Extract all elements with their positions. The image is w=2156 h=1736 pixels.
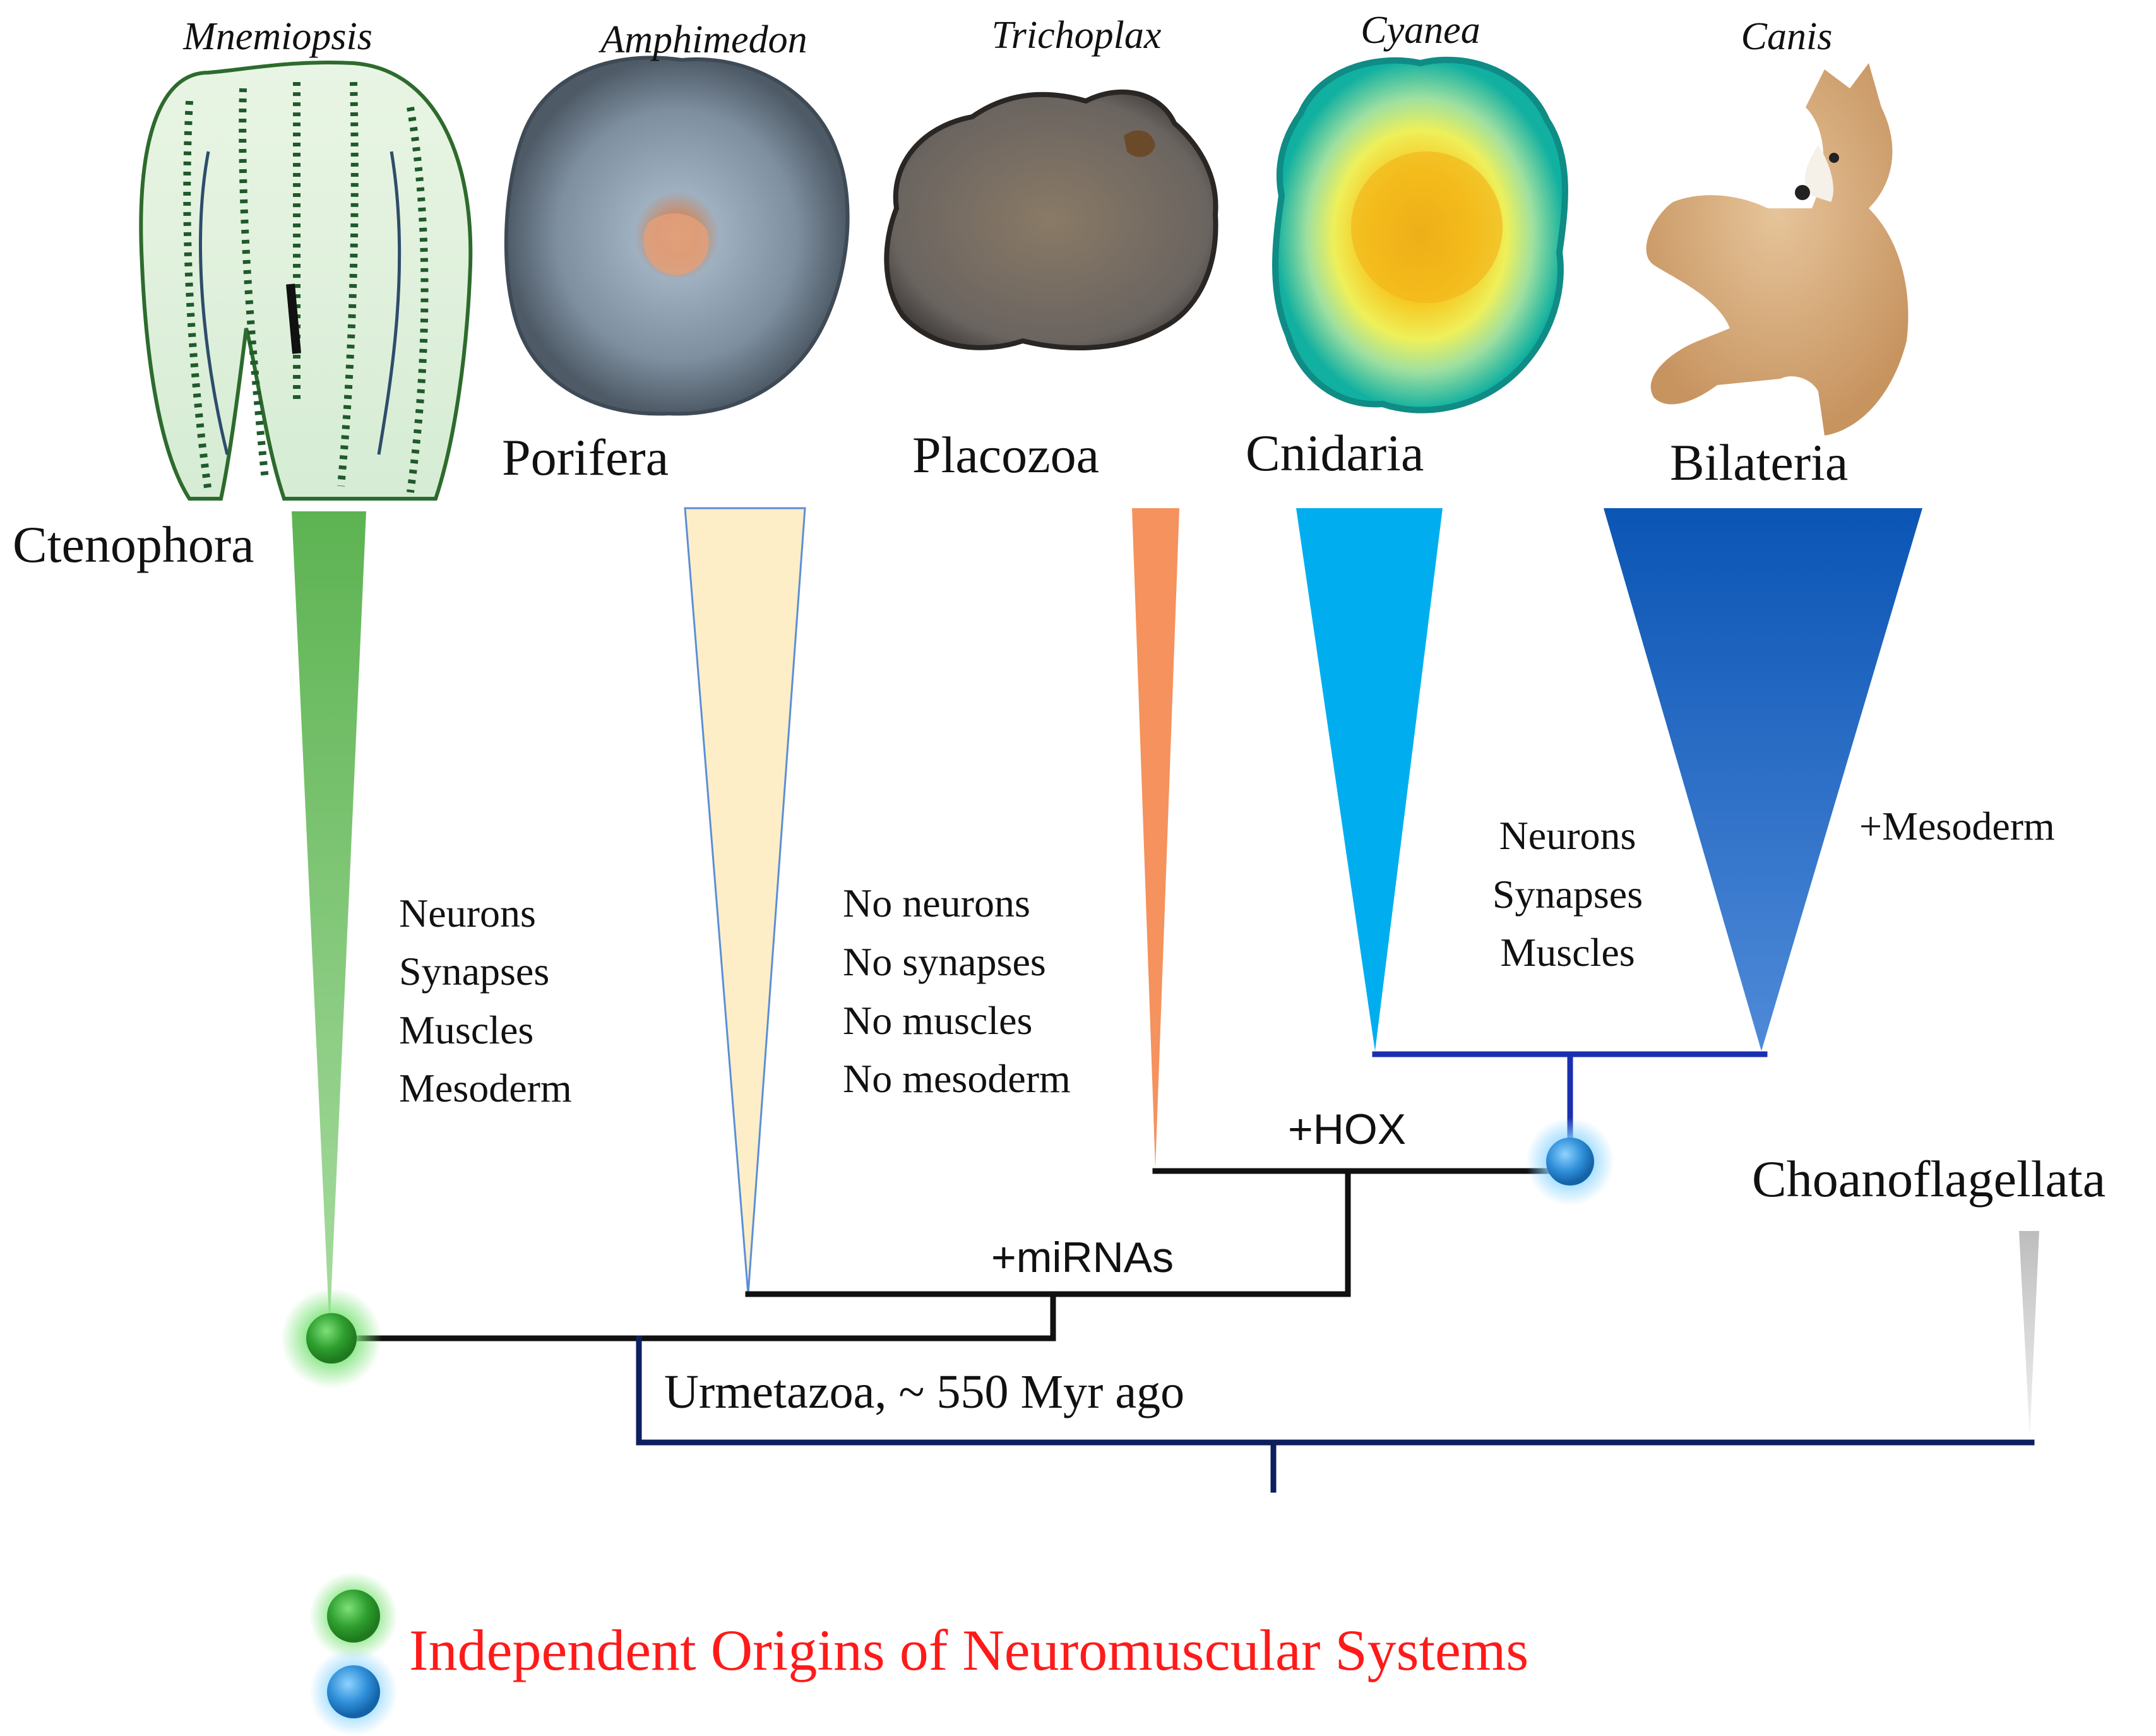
event-hox: +HOX <box>1288 1105 1406 1153</box>
legend: Independent Origins of Neuromuscular Sys… <box>309 1572 1528 1736</box>
parahoxozoa-origin-marker <box>1546 1138 1594 1186</box>
clade-placozoa: Placozoa <box>912 426 1099 484</box>
event-urmetazoa: Urmetazoa, ~ 550 Myr ago <box>664 1365 1184 1418</box>
porifera-placozoa-trait: No synapses <box>843 939 1046 984</box>
porifera-placozoa-trait: No muscles <box>843 998 1032 1043</box>
clade-cnidaria: Cnidaria <box>1246 424 1424 482</box>
porifera-triangle <box>684 507 806 1295</box>
ctenophora-triangle <box>292 511 366 1329</box>
legend-green-marker <box>327 1590 380 1643</box>
canis-image <box>1646 63 1909 436</box>
cnidaria-bilateria-trait: Muscles <box>1500 930 1635 975</box>
ctenophora-trait: Mesoderm <box>399 1066 572 1110</box>
clade-ctenophora: Ctenophora <box>13 516 254 573</box>
species-mnemiopsis: Mnemiopsis <box>182 15 372 58</box>
tree-branches <box>326 1051 2035 1493</box>
species-canis: Canis <box>1741 15 1833 58</box>
ctenophora-trait: Neurons <box>399 891 536 936</box>
mnemiopsis-image <box>139 61 473 501</box>
legend-label: Independent Origins of Neuromuscular Sys… <box>409 1618 1528 1682</box>
species-amphimedon: Amphimedon <box>598 18 807 61</box>
legend-blue-marker <box>327 1665 380 1718</box>
ctenophora-trait: Synapses <box>399 949 549 994</box>
clade-bilateria: Bilateria <box>1670 434 1848 491</box>
placozoa-triangle <box>1132 508 1179 1168</box>
clade-porifera: Porifera <box>502 429 669 486</box>
cnidaria-triangle <box>1296 508 1443 1051</box>
bilateria-triangle <box>1604 508 1922 1051</box>
bilateria-extra-trait: +Mesoderm <box>1859 804 2055 848</box>
clade-choanoflagellata: Choanoflagellata <box>1752 1150 2105 1208</box>
porifera-placozoa-trait: No neurons <box>843 881 1030 925</box>
cnidaria-bilateria-trait: Neurons <box>1499 813 1636 858</box>
cyanea-image <box>1272 56 1568 413</box>
ctenophora-trait: Muscles <box>399 1008 533 1052</box>
cnidaria-bilateria-trait: Synapses <box>1492 872 1643 917</box>
species-cyanea: Cyanea <box>1361 9 1480 52</box>
ctenophora-origin-marker <box>306 1313 357 1364</box>
porifera-placozoa-trait: No mesoderm <box>843 1056 1071 1101</box>
species-trichoplax: Trichoplax <box>992 14 1162 57</box>
trichoplax-image <box>884 89 1218 351</box>
amphimedon-image <box>504 56 850 416</box>
choanoflagellata-triangle <box>2019 1231 2039 1436</box>
event-mirnas: +miRNAs <box>991 1234 1174 1281</box>
